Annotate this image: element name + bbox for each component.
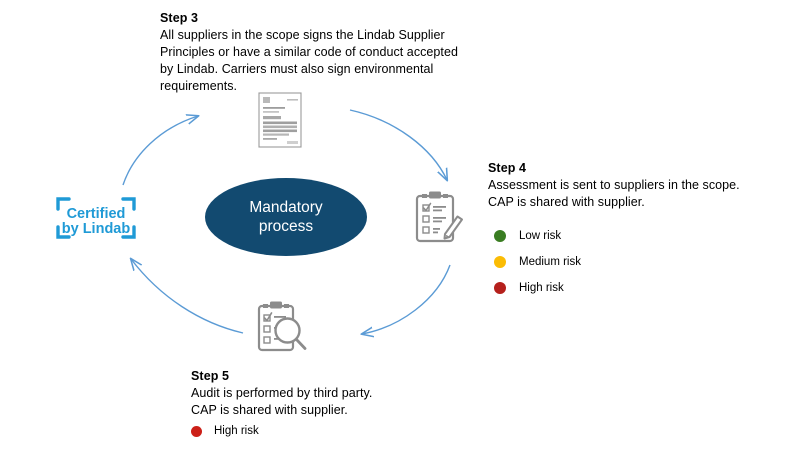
risk-legend-item-high: High risk [488, 277, 763, 298]
mandatory-process-ellipse: Mandatory process [205, 178, 367, 256]
step5-body-line2: CAP is shared with supplier. [191, 403, 348, 417]
clipboard-magnifier-icon [255, 300, 311, 356]
risk-legend-item-medium: Medium risk [488, 251, 763, 272]
low-risk-dot [494, 229, 506, 242]
arrow-badge-to-step3 [122, 116, 198, 186]
step5-title: Step 5 [191, 369, 230, 383]
badge-line2: by Lindab [62, 221, 131, 237]
high-risk-label-step5: High risk [214, 425, 259, 437]
step3-title: Step 3 [160, 11, 199, 25]
low-risk-label: Low risk [519, 229, 562, 242]
arrow-step5-to-badge [131, 259, 244, 334]
step3-block: Step 3 All suppliers in the scope signs … [160, 10, 460, 95]
document-icon [257, 92, 303, 148]
risk-legend-item-high-step5: High risk [191, 422, 471, 440]
medium-risk-dot [494, 255, 506, 268]
arrow-step3-to-step4 [349, 109, 447, 180]
arrow-step4-to-step5 [362, 264, 451, 334]
step5-block: Step 5 Audit is performed by third party… [191, 368, 471, 440]
step4-body: Assessment is sent to suppliers in the s… [488, 178, 740, 209]
high-risk-dot [494, 281, 506, 294]
badge-corner-brackets [56, 197, 136, 239]
certified-by-lindab-badge: Certified by Lindab [44, 192, 148, 244]
clipboard-checklist-pencil-icon [413, 190, 465, 246]
mandatory-process-line2: process [258, 218, 314, 235]
badge-line1: Certified [67, 206, 126, 222]
high-risk-dot-step5 [191, 425, 202, 437]
high-risk-label: High risk [519, 281, 564, 294]
step5-risk-legend: High risk [191, 422, 471, 440]
step3-body: All suppliers in the scope signs the Lin… [160, 28, 458, 93]
step4-block: Step 4 Assessment is sent to suppliers i… [488, 160, 763, 303]
mandatory-process-line1: Mandatory [249, 199, 323, 216]
step4-risk-legend: Low risk Medium risk High risk [488, 225, 763, 298]
risk-legend-item-low: Low risk [488, 225, 763, 246]
step4-title: Step 4 [488, 161, 527, 175]
medium-risk-label: Medium risk [519, 255, 581, 268]
step5-body-line1: Audit is performed by third party. [191, 386, 373, 400]
